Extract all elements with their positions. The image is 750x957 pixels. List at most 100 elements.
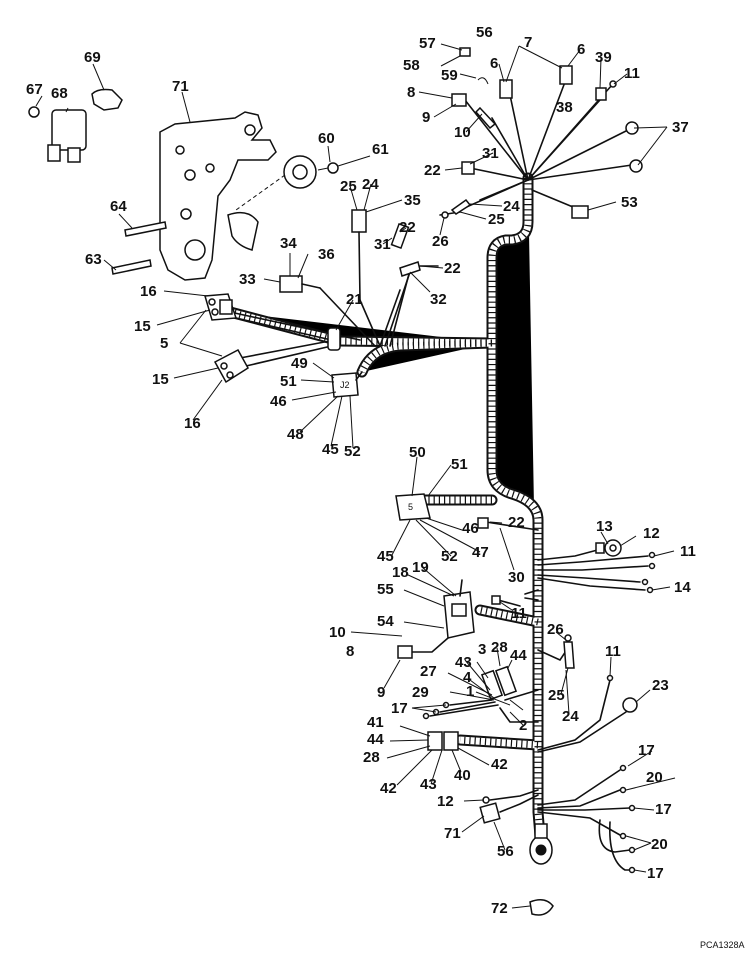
callout-71: 71 — [172, 78, 189, 95]
callout-52-upper: 52 — [344, 443, 361, 460]
mounting-bracket — [159, 111, 277, 281]
callout-35: 35 — [404, 192, 421, 209]
wire-end-11-mid — [491, 595, 501, 605]
switch-stud — [317, 167, 329, 171]
bracket-hole — [180, 208, 192, 220]
callout-10-top: 10 — [454, 124, 471, 141]
relay-68 — [51, 109, 87, 151]
connector-6-right — [559, 65, 573, 85]
callout-47: 47 — [472, 544, 489, 561]
callout-22-top: 22 — [424, 162, 441, 179]
callout-44-upper: 44 — [510, 647, 527, 664]
leader-lines — [35, 43, 676, 909]
callout-67: 67 — [26, 81, 43, 98]
callout-19: 19 — [412, 559, 429, 576]
callout-20-lower: 20 — [651, 836, 668, 853]
callout-39: 39 — [595, 49, 612, 66]
top-wire-fan — [439, 47, 643, 219]
callout-24-top: 24 — [362, 176, 379, 193]
callout-45-mid: 45 — [377, 548, 394, 565]
connector-26-top — [441, 211, 449, 219]
clamp-21 — [327, 327, 341, 351]
callout-72: 72 — [491, 900, 508, 917]
switch-lens — [451, 603, 467, 617]
callout-61: 59 — [441, 67, 458, 84]
callout-7: 7 — [524, 34, 532, 51]
relay-terminal — [67, 147, 81, 163]
connector-49-label: J2 — [340, 380, 350, 390]
connector-50-label: 5 — [408, 502, 413, 512]
callout-31-top: 31 — [482, 145, 499, 162]
wire-end — [619, 832, 627, 840]
callout-25-lower: 25 — [548, 687, 565, 704]
solenoid-69 — [91, 88, 123, 111]
callout-41: 41 — [367, 714, 384, 731]
callout-48: 48 — [287, 426, 304, 443]
bracket-hole — [175, 145, 185, 155]
callout-46-mid: 46 — [462, 520, 479, 537]
callout-17-lower: 17 — [647, 865, 664, 882]
callout-9-lower: 9 — [377, 684, 385, 701]
plug-center — [535, 844, 547, 856]
connector-40 — [427, 731, 443, 751]
figure-code: PCA1328A — [700, 940, 745, 950]
callout-46-upper: 46 — [270, 393, 287, 410]
callout-3: 3 — [478, 641, 486, 658]
callout-25-top: 25 — [340, 178, 357, 195]
bracket-assembly — [28, 88, 339, 281]
callout-42-right: 42 — [491, 756, 508, 773]
wire-end — [648, 551, 656, 559]
connector-31-top — [461, 161, 475, 175]
callout-13: 13 — [596, 518, 613, 535]
callout-36: 36 — [318, 246, 335, 263]
callout-43-lower: 43 — [420, 776, 437, 793]
clamp-72 — [529, 899, 554, 916]
wire-end — [619, 764, 627, 772]
callout-22-mid: 22 — [399, 219, 416, 236]
bracket-hole — [184, 169, 196, 181]
wire-end — [648, 562, 656, 570]
connector-25-lower — [563, 641, 575, 669]
callout-51-upper: 51 — [280, 373, 297, 390]
callout-40: 40 — [454, 767, 471, 784]
callout-8-lower: 8 — [346, 643, 354, 660]
wire-end — [628, 804, 636, 812]
wire-end — [422, 712, 430, 720]
callout-10-lower: 10 — [329, 624, 346, 641]
callout-16-upper: 16 — [140, 283, 157, 300]
plug-collar — [534, 823, 548, 839]
callout-11-right: 11 — [680, 543, 696, 560]
terminal-8-top — [451, 93, 467, 107]
connector-13 — [595, 542, 605, 554]
callout-26-top: 26 — [432, 233, 449, 250]
callout-16-lower: 16 — [184, 415, 201, 432]
connector-6-left — [499, 79, 513, 99]
connector-49 — [331, 372, 359, 398]
callout-26-lower: 26 — [547, 621, 564, 638]
connector-25-top — [450, 198, 472, 215]
connector-28-lower — [443, 731, 459, 751]
callout-34: 34 — [280, 235, 297, 252]
connector-53 — [571, 205, 589, 219]
callout-11-lower: 11 — [605, 643, 621, 660]
callout-51-mid: 51 — [451, 456, 468, 473]
left-connectors: J2 — [204, 209, 439, 398]
callout-37: 37 — [672, 119, 689, 136]
callout-25-right: 25 — [488, 211, 505, 228]
callout-38: 38 — [556, 99, 573, 116]
ring-center — [609, 544, 617, 552]
wire-end — [619, 786, 627, 794]
connector-31-mid — [390, 222, 410, 250]
connector-56 — [479, 802, 501, 824]
callout-60: 58 — [403, 57, 420, 74]
wire-end — [641, 578, 649, 586]
connector-4 — [480, 669, 504, 701]
callout-49: 49 — [291, 355, 308, 372]
wire-end-11-top — [609, 80, 617, 88]
callout-58: 56 — [476, 24, 493, 41]
callout-64: 61 — [372, 141, 389, 158]
callout-59: 57 — [419, 35, 436, 52]
washer-64 — [327, 162, 339, 174]
callout-17-upper: 17 — [638, 742, 655, 759]
